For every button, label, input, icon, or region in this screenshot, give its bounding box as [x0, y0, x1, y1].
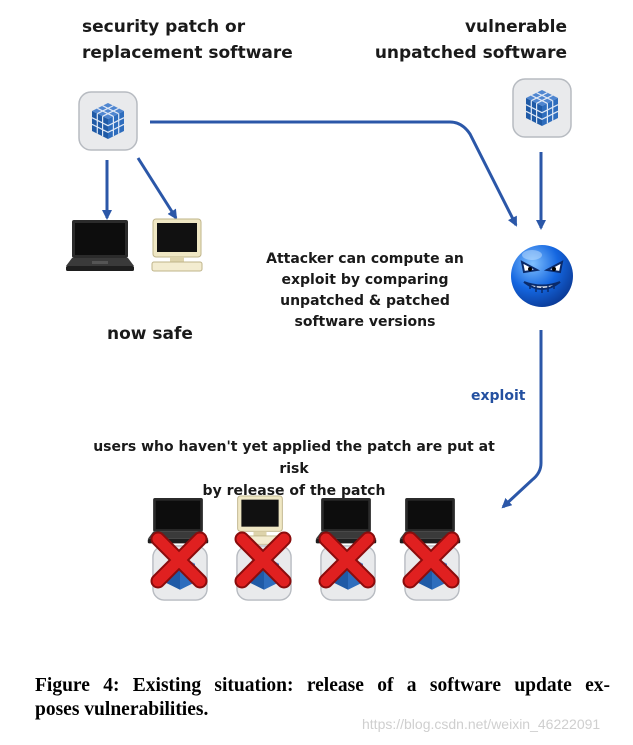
arrow-exploit-to-users	[501, 330, 543, 509]
desktop-computer-icon	[151, 218, 203, 272]
patch-label: security patch or replacement software	[82, 17, 293, 63]
angry-smiley-icon	[511, 245, 573, 307]
software-box-icon	[78, 91, 138, 151]
risk-label: users who haven't yet applied the patch …	[93, 439, 495, 499]
figure-caption: Figure 4: Existing situation: release of…	[35, 675, 610, 720]
arrow-patch-to-attacker	[150, 120, 518, 227]
vulnerable-label: vulnerable unpatched software	[374, 17, 567, 63]
red-x-icon	[318, 531, 376, 589]
at-risk-machine	[142, 495, 220, 607]
attacker-label: Attacker can compute an exploit by compa…	[266, 251, 464, 330]
safe-label: now safe	[107, 324, 193, 344]
arrow-patch-to-desktop	[136, 157, 178, 220]
software-box-icon	[512, 78, 572, 138]
red-x-icon	[402, 531, 460, 589]
red-x-icon	[234, 531, 292, 589]
at-risk-machine	[394, 495, 472, 607]
red-x-icon	[150, 531, 208, 589]
at-risk-machine	[310, 495, 388, 607]
laptop-icon	[66, 220, 134, 271]
at-risk-machine	[226, 495, 304, 607]
exploit-label: exploit	[471, 388, 526, 404]
watermark: https://blog.csdn.net/weixin_46222091	[362, 716, 601, 732]
